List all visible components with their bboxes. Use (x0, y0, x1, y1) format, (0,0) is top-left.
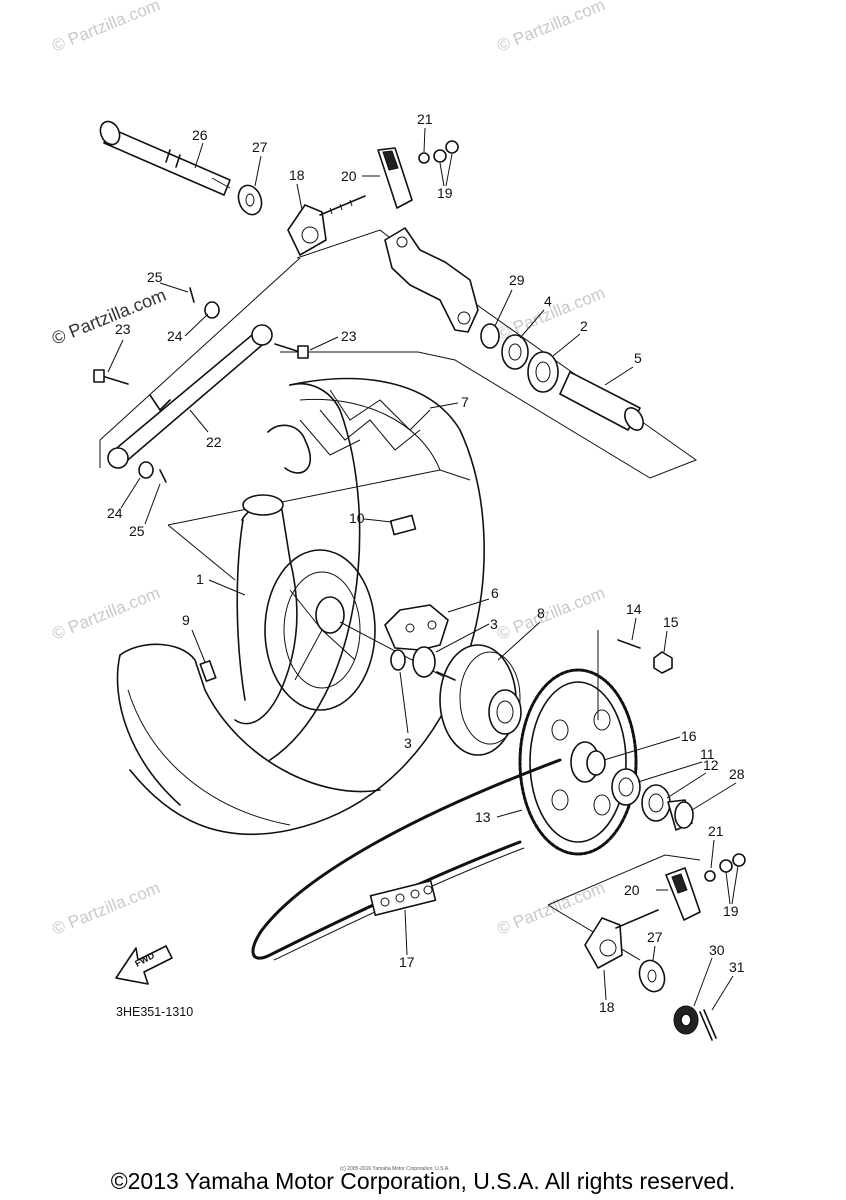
nut (204, 301, 220, 319)
chain-adjuster (584, 909, 659, 969)
nut (138, 461, 154, 479)
washer (418, 152, 430, 164)
callout-4: 4 (544, 293, 552, 309)
callout-10: 8 (537, 605, 545, 621)
bearing (527, 351, 559, 393)
callout-13: 13 (475, 809, 491, 825)
bearing (412, 646, 436, 678)
callout-27: 27 (252, 139, 268, 155)
callout-9: 10 (349, 510, 365, 526)
copyright-notice: ©2013 Yamaha Motor Corporation, U.S.A. A… (110, 1168, 736, 1194)
drive-chain (251, 758, 562, 961)
cotter-pin (159, 469, 167, 483)
oil-seal (501, 334, 529, 370)
bolt (274, 343, 309, 359)
fine-print: (c) 2005-2016 Yamaha Motor Corporation, … (340, 1166, 450, 1172)
fwd-arrow-icon: FWD (115, 945, 173, 985)
callout-29: 29 (509, 272, 525, 288)
callout-23: 23 (115, 321, 131, 337)
adjuster-plate (377, 147, 413, 209)
callout-25: 25 (147, 269, 163, 285)
watermark: © Partzilla.com (494, 0, 607, 56)
balance-weight (389, 514, 417, 536)
cotter-pin (699, 1009, 717, 1041)
callout-24: 24 (167, 328, 183, 344)
washer (237, 184, 263, 216)
callout-8: 9 (182, 612, 190, 628)
callout-11: 11 (700, 746, 715, 762)
callout-28: 28 (729, 766, 745, 782)
callout-5: 5 (634, 350, 642, 366)
nut (653, 651, 673, 674)
oil-seal (641, 784, 671, 822)
tension-bar (107, 324, 273, 469)
brake-plate (384, 604, 449, 651)
bearing (390, 649, 406, 671)
rear-sprocket (518, 668, 638, 856)
callout-30: 30 (709, 942, 725, 958)
castle-nut (673, 1005, 699, 1035)
nut (445, 140, 459, 154)
adjuster-plate (665, 867, 701, 921)
nut (719, 859, 733, 873)
callout-1: 1 (196, 571, 204, 587)
chain-joint (369, 879, 437, 917)
callout-18: 18 (289, 167, 305, 183)
caliper-bracket (384, 227, 479, 333)
callout-7: 7 (461, 394, 469, 410)
spacer (559, 371, 644, 431)
watermark: © Partzilla.com (494, 583, 607, 644)
bolt (93, 369, 129, 385)
callout-6: 6 (491, 585, 499, 601)
washer (638, 959, 666, 993)
chain-adjuster (287, 195, 366, 256)
callout-14: 14 (626, 601, 642, 617)
watermark: © Partzilla.com (49, 583, 162, 644)
rear-axle (99, 120, 231, 196)
watermark: © Partzilla.com (49, 878, 162, 939)
clutch-hub (436, 644, 522, 756)
callout-31: 31 (729, 959, 745, 975)
spacer (586, 750, 606, 776)
valve-stem (199, 660, 217, 682)
callout-27: 27 (647, 929, 663, 945)
callout-3: 3 (490, 616, 498, 632)
callout-12: 12 (703, 757, 719, 773)
callout-17: 17 (399, 954, 415, 970)
callout-20: 20 (624, 882, 640, 898)
callout-21: 21 (417, 111, 433, 127)
stud-bolt (617, 639, 641, 649)
callout-19: 19 (723, 903, 739, 919)
watermark: © Partzilla.com (49, 0, 162, 56)
nut (732, 853, 746, 867)
callout-23: 23 (341, 328, 357, 344)
callout-24: 24 (107, 505, 123, 521)
callout-2: 2 (580, 318, 588, 334)
cotter-pin (189, 287, 195, 303)
callout-19: 19 (437, 185, 453, 201)
callout-3: 3 (404, 735, 412, 751)
callout-15: 15 (663, 614, 679, 630)
callout-25: 25 (129, 523, 145, 539)
collar (667, 799, 694, 831)
callout-21: 21 (708, 823, 724, 839)
bearing (611, 768, 641, 806)
watermark: © Partzilla.com (49, 285, 169, 349)
callout-labels: 26 27 18 20 21 19 25 24 23 23 22 24 25 2… (107, 111, 745, 1015)
assembly-lines (99, 229, 701, 961)
collar (480, 323, 500, 349)
callout-18: 18 (599, 999, 615, 1015)
nut (433, 149, 447, 163)
callout-16: 16 (681, 728, 697, 744)
washer (704, 870, 716, 882)
diagram-code: 3HE351-1310 (116, 1005, 193, 1019)
callout-22: 22 (206, 434, 222, 450)
callout-26: 26 (192, 127, 208, 143)
callout-20: 20 (341, 168, 357, 184)
leader-lines (107, 127, 739, 1011)
